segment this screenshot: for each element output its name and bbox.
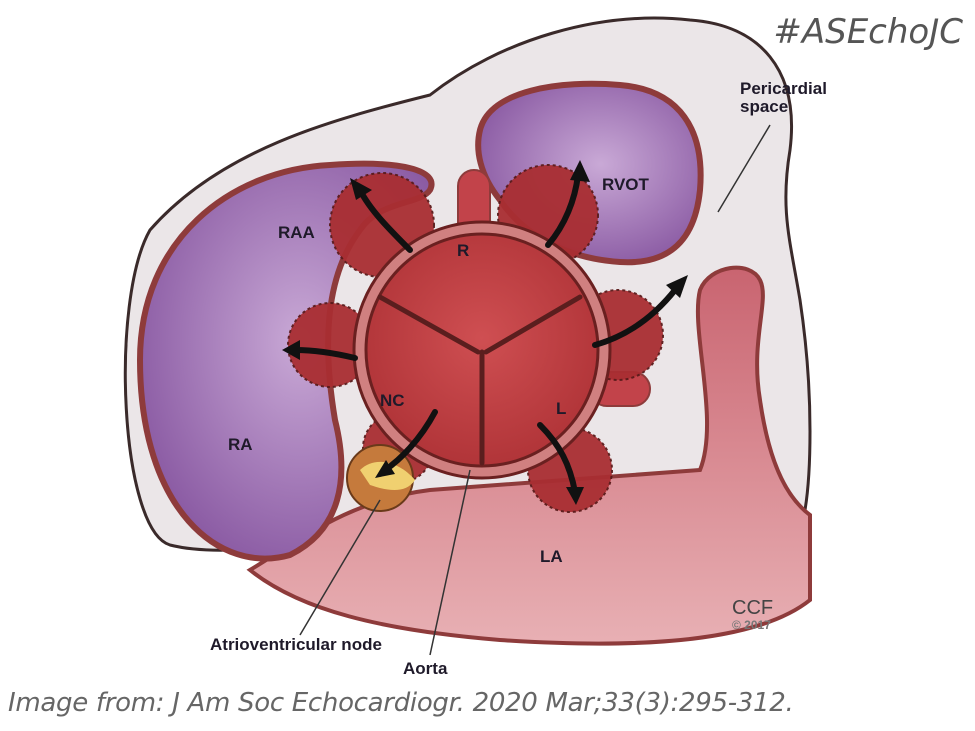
- label-nc: NC: [380, 391, 405, 410]
- label-l: L: [556, 399, 567, 418]
- credit-year: © 2017: [732, 618, 771, 632]
- label-rvot: RVOT: [602, 175, 649, 194]
- label-r: R: [457, 241, 470, 260]
- hashtag: #ASEchoJC: [773, 12, 963, 52]
- label-la: LA: [540, 547, 563, 566]
- left-atrium: [246, 265, 812, 646]
- label-av-node: Atrioventricular node: [210, 635, 382, 654]
- caption: Image from: J Am Soc Echocardiogr. 2020 …: [8, 688, 794, 718]
- credit: CCF © 2017: [732, 598, 773, 632]
- label-aorta: Aorta: [403, 659, 448, 678]
- label-pericardial-space: Pericardial space: [740, 79, 827, 116]
- credit-org: CCF: [732, 597, 774, 619]
- label-ra: RA: [228, 435, 253, 454]
- label-raa: RAA: [278, 223, 315, 242]
